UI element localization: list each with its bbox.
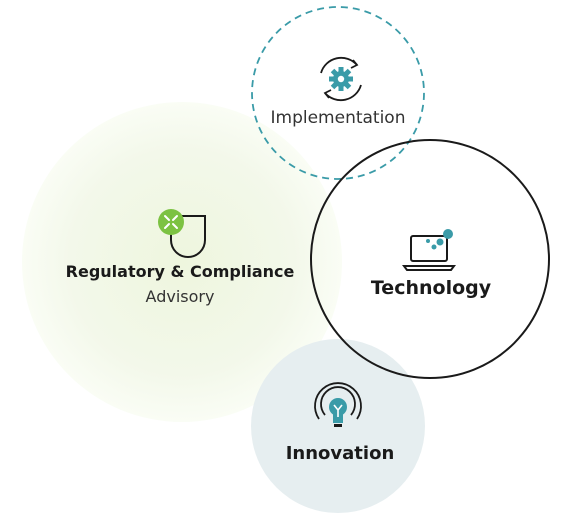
regulatory-title: Regulatory & Compliance bbox=[65, 262, 295, 281]
technology-label: Technology bbox=[370, 277, 492, 299]
regulatory-subtitle: Advisory bbox=[145, 287, 215, 306]
laptop-network-icon bbox=[402, 229, 456, 271]
compliance-shield-icon bbox=[158, 209, 206, 258]
technology-circle bbox=[310, 139, 550, 379]
implementation-label: Implementation bbox=[270, 108, 406, 128]
lightbulb-icon bbox=[314, 382, 362, 427]
implementation-circle bbox=[251, 6, 425, 180]
innovation-label: Innovation bbox=[285, 443, 395, 464]
gear-cycle-icon bbox=[320, 56, 362, 102]
regulatory-circle bbox=[22, 102, 342, 422]
